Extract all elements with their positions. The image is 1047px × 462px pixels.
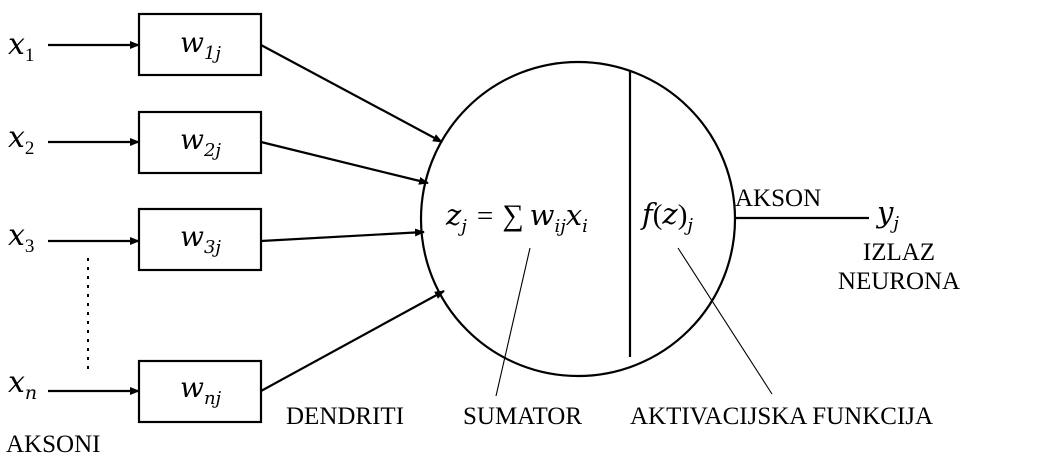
summator-formula: zj=∑wijxi xyxy=(445,198,588,237)
dendrite-arrow-3 xyxy=(260,228,425,243)
input-xn: xn xyxy=(8,365,37,404)
weight-box-1 xyxy=(137,12,263,77)
weight-label-3: w3j xyxy=(180,220,221,258)
input-x3: x3 xyxy=(8,218,34,257)
dendrite-arrow-2 xyxy=(260,140,429,185)
dendrite-arrow-1 xyxy=(260,44,443,143)
neurona-label: NEURONA xyxy=(838,268,960,295)
output-y: yj xyxy=(875,195,899,234)
aksoni-label: AKSONI xyxy=(6,431,100,458)
activation-function: f(z)j xyxy=(640,197,693,236)
dendriti-label: DENDRITI xyxy=(286,403,404,430)
aktivacijska-label: AKTIVACIJSKA FUNKCIJA xyxy=(630,403,933,430)
izlaz-label: IZLAZ xyxy=(863,239,935,266)
activation-pointer xyxy=(677,247,773,395)
summator-pointer xyxy=(495,247,531,397)
input-x1: x1 xyxy=(8,27,34,66)
sumator-label: SUMATOR xyxy=(463,403,582,430)
weight-label-2: w2j xyxy=(180,123,221,161)
dendrite-arrow-n xyxy=(260,290,445,392)
input-x2: x2 xyxy=(8,120,34,159)
weight-label-1: w1j xyxy=(180,26,221,64)
weight-box-2 xyxy=(137,110,263,175)
weight-label-n: wnj xyxy=(180,371,222,409)
akson-label: AKSON xyxy=(735,185,821,212)
weight-box-n xyxy=(137,359,263,424)
weight-box-3 xyxy=(137,207,263,272)
